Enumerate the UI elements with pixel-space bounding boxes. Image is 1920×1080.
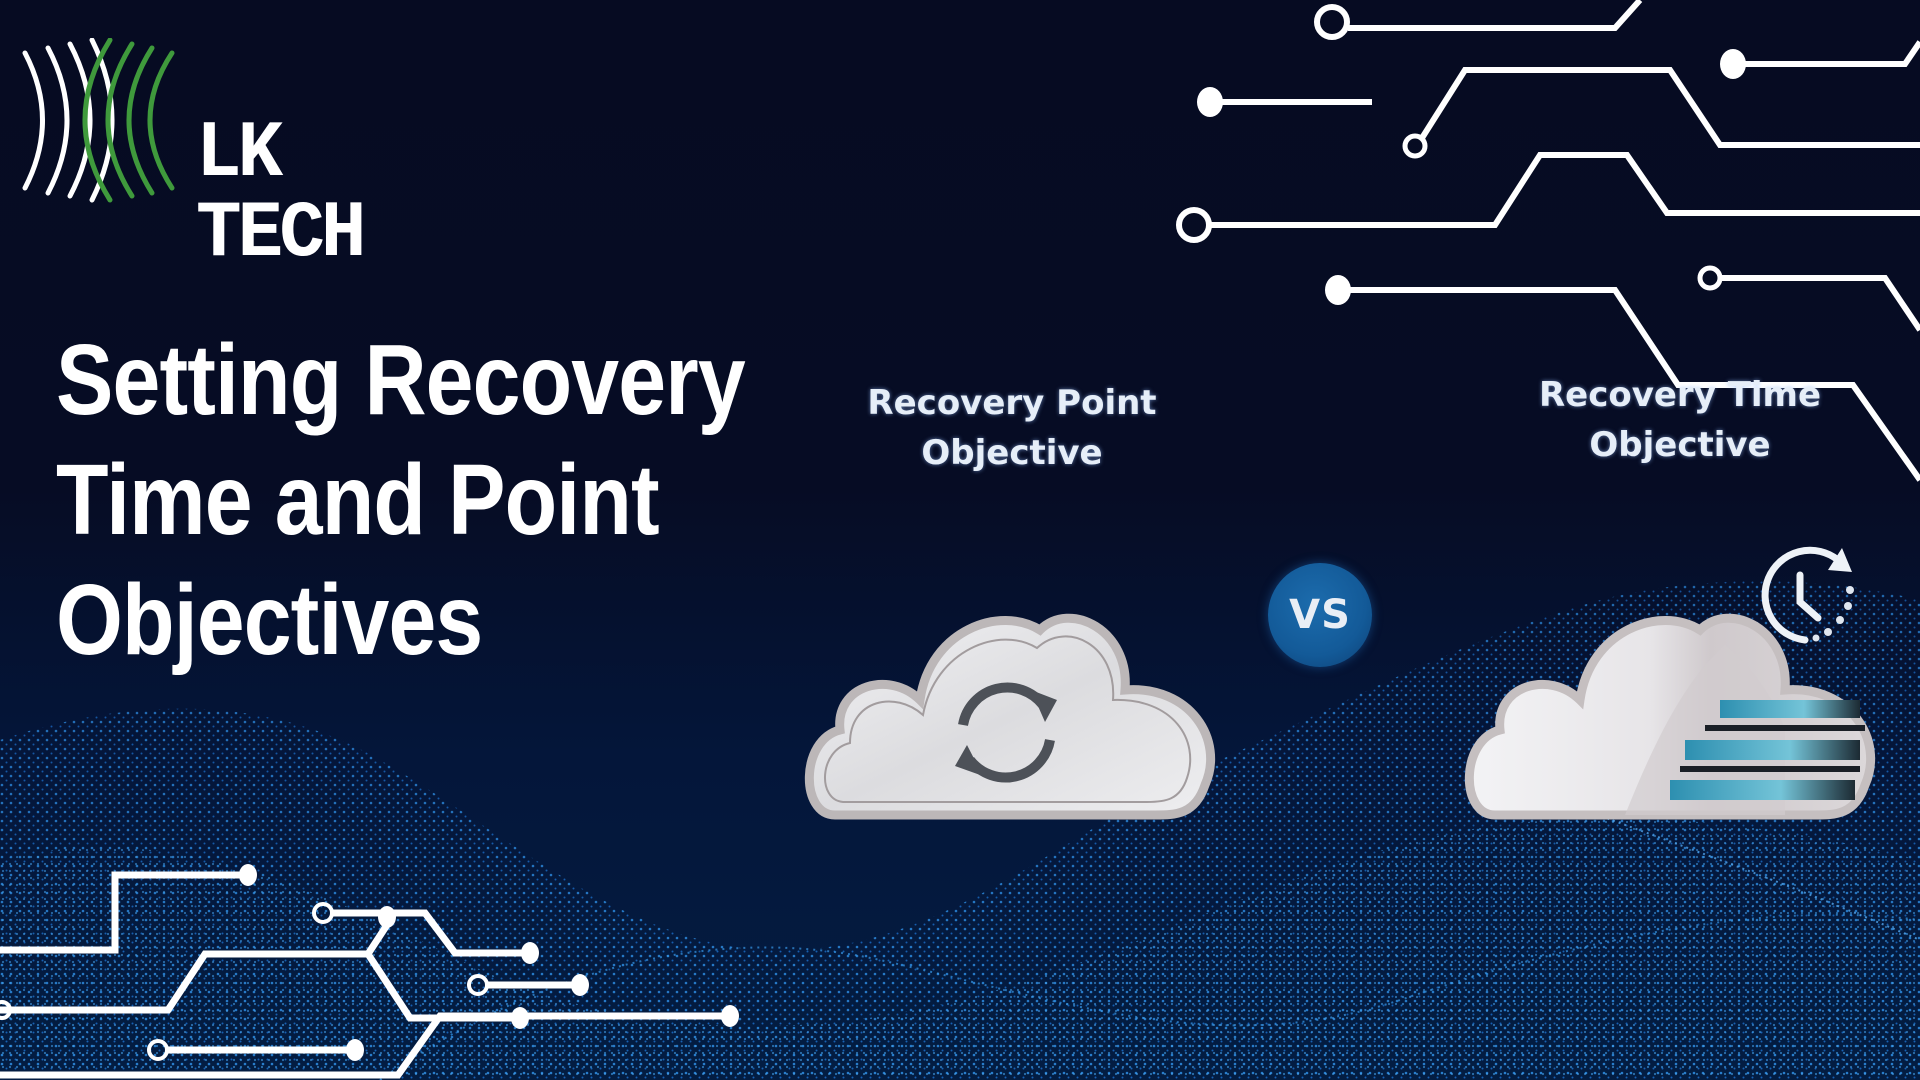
rto-label-line-1: Recovery Time — [1538, 375, 1822, 415]
circuit-bottom-left-dots — [0, 864, 739, 1061]
rpo-label-line-2: Objective — [921, 433, 1103, 473]
page-title: Setting Recovery Time and Point Objectiv… — [56, 320, 796, 680]
server-stack-icon — [1670, 700, 1865, 800]
circuit-top-right-dots — [1197, 49, 1746, 305]
rpo-label-line-1: Recovery Point — [867, 383, 1157, 423]
sync-arrows-icon — [958, 682, 1055, 783]
circuit-bottom-left — [0, 871, 730, 1079]
brand-logo: LK TECH — [20, 37, 480, 274]
circuit-top-right — [1176, 0, 1920, 482]
cloud-sync-icon — [804, 613, 1216, 820]
brand-name: LK TECH — [196, 108, 366, 280]
vs-badge: VS — [1268, 563, 1372, 667]
title-line-2: Time and Point — [56, 444, 660, 556]
concentric-arcs-logo-icon — [22, 37, 175, 203]
rpo-label: Recovery Point Objective — [812, 378, 1212, 478]
cloud-server-icon — [1464, 613, 1876, 820]
clock-refresh-icon — [1761, 546, 1854, 644]
rto-label: Recovery Time Objective — [1480, 370, 1880, 470]
title-line-3: Objectives — [56, 564, 483, 676]
title-line-1: Setting Recovery — [56, 324, 746, 436]
vs-label: VS — [1289, 592, 1351, 638]
rto-label-line-2: Objective — [1589, 425, 1771, 465]
